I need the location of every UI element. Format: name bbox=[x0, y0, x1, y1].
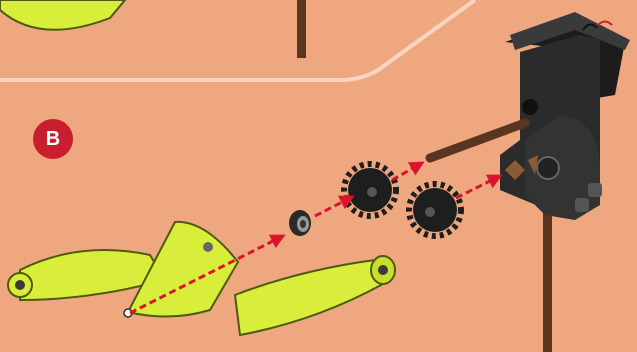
arrow-gear-to-axle bbox=[392, 163, 422, 180]
step-label: B bbox=[46, 128, 60, 151]
arrow-gear2-to-motor bbox=[456, 176, 500, 198]
step-badge: B bbox=[33, 119, 73, 159]
gear-large bbox=[344, 164, 396, 216]
bushing bbox=[289, 210, 311, 236]
motor-gearbox-assembly bbox=[500, 12, 630, 220]
motor-output-axle bbox=[543, 208, 552, 352]
gear-small bbox=[409, 184, 461, 236]
previous-step-lime-part bbox=[0, 0, 125, 30]
upper-axle bbox=[297, 0, 306, 58]
